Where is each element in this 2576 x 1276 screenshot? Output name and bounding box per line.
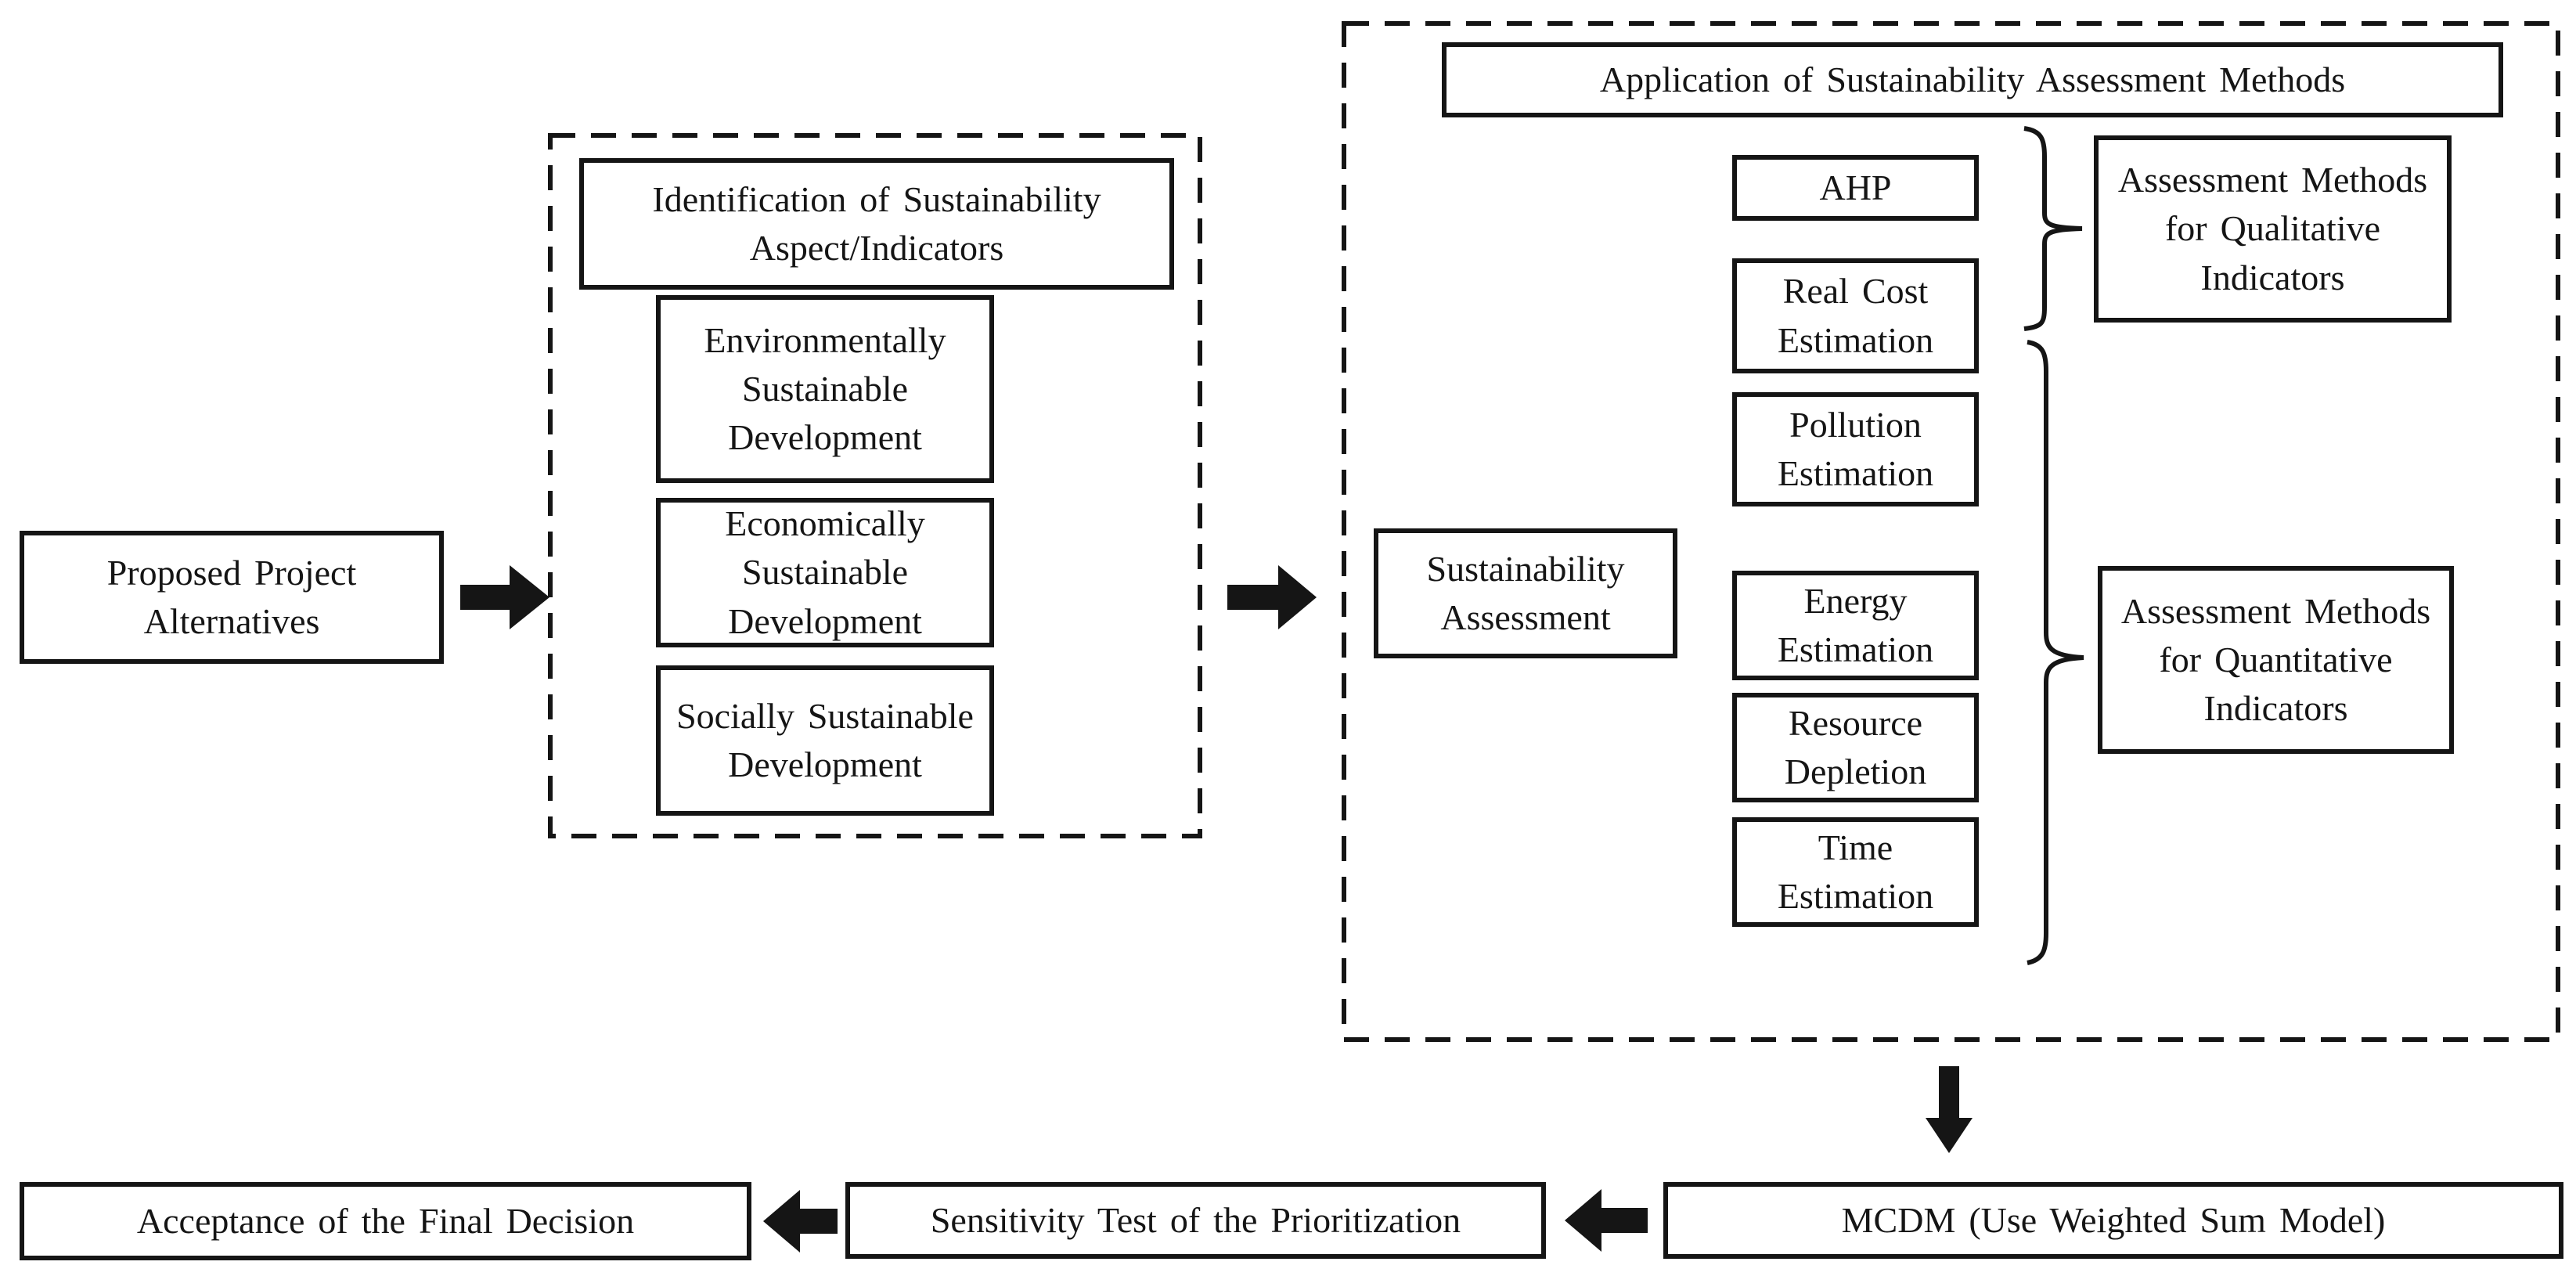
node-label: AHP (1819, 167, 1892, 207)
node-label: MCDM (Use Weighted Sum Model) (1841, 1199, 2386, 1240)
qualitative-brace-icon (2023, 126, 2083, 331)
node-environmentally-sustainable-development: Environmentally Sustainable Development (656, 295, 994, 483)
node-label: Application of Sustainability Assessment… (1599, 59, 2346, 99)
node-label: Assessment Methods for Qualitative Indic… (2117, 160, 2428, 297)
node-method-time-estimation: Time Estimation (1732, 817, 1979, 927)
node-method-pollution-estimation: Pollution Estimation (1732, 392, 1979, 506)
node-mcdm-weighted-sum-model: MCDM (Use Weighted Sum Model) (1663, 1182, 2563, 1259)
node-label: Sensitivity Test of the Prioritization (930, 1199, 1461, 1240)
node-label: Pollution Estimation (1777, 404, 1934, 493)
arrow-right-icon-2 (1227, 565, 1317, 629)
node-proposed-project-alternatives: Proposed Project Alternatives (20, 531, 444, 664)
node-label: Socially Sustainable Development (676, 695, 974, 784)
node-method-ahp: AHP (1732, 155, 1979, 221)
node-label: Economically Sustainable Development (725, 503, 925, 641)
node-sensitivity-test-of-prioritization: Sensitivity Test of the Prioritization (845, 1182, 1546, 1259)
quantitative-brace-icon (2027, 340, 2084, 965)
node-label: Energy Estimation (1777, 580, 1934, 669)
node-label: Acceptance of the Final Decision (136, 1200, 635, 1241)
node-label: Environmentally Sustainable Development (704, 319, 946, 458)
node-label: Proposed Project Alternatives (106, 552, 357, 641)
node-label: Resource Depletion (1784, 702, 1927, 791)
node-assessment-methods-qualitative: Assessment Methods for Qualitative Indic… (2094, 135, 2452, 323)
node-label: Identification of Sustainability Aspect/… (652, 178, 1101, 268)
application-group-dashed-border (1342, 21, 2560, 1042)
node-acceptance-of-final-decision: Acceptance of the Final Decision (20, 1182, 751, 1260)
node-assessment-methods-quantitative: Assessment Methods for Quantitative Indi… (2098, 566, 2454, 754)
node-sustainability-assessment: Sustainability Assessment (1374, 528, 1677, 658)
node-method-energy-estimation: Energy Estimation (1732, 571, 1979, 680)
node-label: Assessment Methods for Quantitative Indi… (2120, 590, 2431, 729)
node-label: Real Cost Estimation (1777, 271, 1934, 360)
node-economically-sustainable-development: Economically Sustainable Development (656, 498, 994, 647)
node-method-resource-depletion: Resource Depletion (1732, 693, 1979, 802)
node-application-of-assessment-methods-title: Application of Sustainability Assessment… (1442, 42, 2503, 117)
node-socially-sustainable-development: Socially Sustainable Development (656, 665, 994, 816)
node-label: Time Estimation (1777, 827, 1934, 916)
node-label: Sustainability Assessment (1426, 548, 1625, 637)
identification-group-dashed-border (548, 133, 1202, 838)
arrow-down-icon (1926, 1066, 1973, 1153)
arrow-left-icon-1 (1565, 1189, 1648, 1252)
node-method-real-cost-estimation: Real Cost Estimation (1732, 258, 1979, 373)
arrow-right-icon-1 (460, 565, 549, 629)
arrow-left-icon-2 (763, 1190, 838, 1253)
node-identification-of-sustainability-aspects: Identification of Sustainability Aspect/… (579, 158, 1174, 290)
